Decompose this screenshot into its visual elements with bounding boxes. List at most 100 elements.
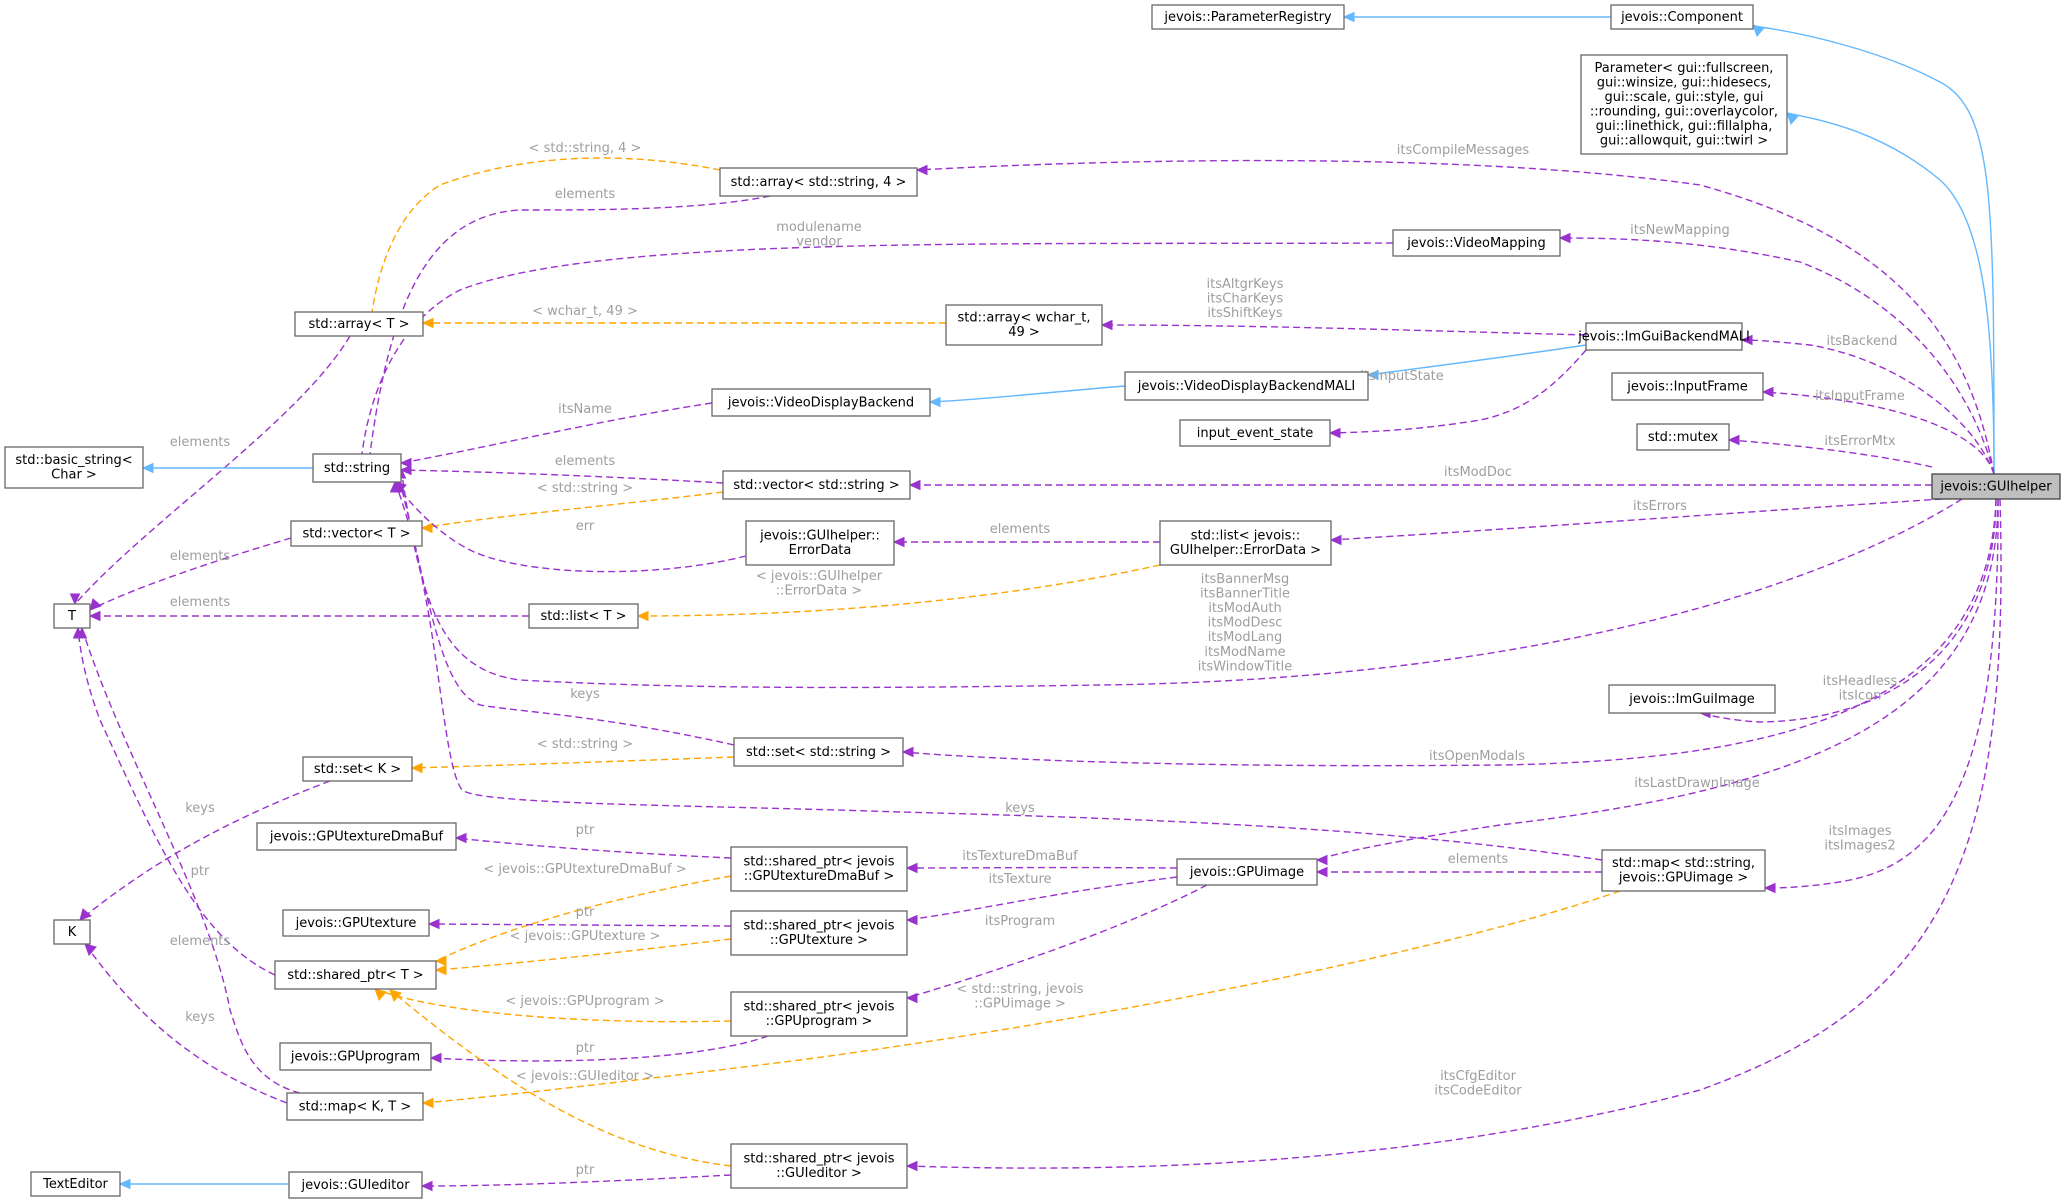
node-sp-gpuprogram[interactable]: std::shared_ptr< jevois::GPUprogram >: [730, 991, 908, 1037]
node-guieditor[interactable]: jevois::GUIeditor: [288, 1171, 423, 1199]
use-edge-arr-string4-to-string-label: elements: [555, 187, 616, 202]
node-vdb[interactable]: jevois::VideoDisplayBackend: [711, 388, 931, 417]
node-box[interactable]: [53, 919, 91, 945]
node-videomapping[interactable]: jevois::VideoMapping: [1392, 229, 1561, 257]
node-box[interactable]: [1931, 473, 2061, 500]
edge-label-line: itsErrorMtx: [1824, 434, 1895, 449]
node-box[interactable]: [1151, 4, 1345, 30]
node-box[interactable]: [1159, 520, 1332, 566]
node-imguibackend[interactable]: jevois::ImGuiBackendMALI: [1577, 322, 1750, 351]
node-box[interactable]: [1392, 229, 1561, 257]
node-mutex[interactable]: std::mutex: [1636, 423, 1730, 451]
node-gputexture[interactable]: jevois::GPUtexture: [282, 909, 430, 937]
node-component[interactable]: jevois::Component: [1610, 4, 1754, 30]
node-list-errordata[interactable]: std::list< jevois::GUIhelper::ErrorData …: [1159, 520, 1332, 566]
node-sp-t[interactable]: std::shared_ptr< T >: [274, 960, 437, 990]
node-set-k[interactable]: std::set< K >: [302, 756, 413, 782]
node-string[interactable]: std::string: [312, 453, 402, 483]
node-box[interactable]: [945, 304, 1103, 346]
node-box[interactable]: [722, 470, 911, 500]
node-sp-gputexture[interactable]: std::shared_ptr< jevois::GPUtexture >: [730, 910, 908, 956]
node-box[interactable]: [302, 756, 413, 782]
node-arr-wchar[interactable]: std::array< wchar_t,49 >: [945, 304, 1103, 346]
node-box[interactable]: [730, 846, 908, 892]
node-parameterregistry[interactable]: jevois::ParameterRegistry: [1151, 4, 1345, 30]
node-parameter[interactable]: Parameter< gui::fullscreen,gui::winsize,…: [1580, 54, 1788, 155]
node-label-line: std::string: [324, 461, 390, 476]
template-edge-arr-wchar-to-arr-t-arrowhead: [421, 317, 434, 329]
use-edge-vdb-to-string-arrowhead: [399, 457, 412, 469]
node-label-line: TextEditor: [42, 1177, 108, 1192]
node-inputframe[interactable]: jevois::InputFrame: [1611, 372, 1764, 401]
node-box[interactable]: [719, 167, 918, 197]
node-box[interactable]: [1585, 322, 1743, 351]
node-k[interactable]: K: [53, 919, 91, 945]
node-box[interactable]: [1580, 54, 1788, 155]
node-box[interactable]: [730, 910, 908, 956]
node-label-line: std::set< std::string >: [746, 745, 891, 760]
edge-label-line: itsName: [558, 402, 612, 417]
node-box[interactable]: [279, 1042, 432, 1071]
node-texteditor[interactable]: TextEditor: [30, 1171, 121, 1197]
node-gpuprogram[interactable]: jevois::GPUprogram: [279, 1042, 432, 1071]
node-box[interactable]: [711, 388, 931, 417]
node-box[interactable]: [294, 311, 424, 337]
use-edge-vec-t-to-t-arrowhead: [89, 598, 102, 611]
node-label: jevois::VideoMapping: [1406, 236, 1546, 251]
node-box[interactable]: [312, 453, 402, 483]
use-edge-guihelper-to-gpuimage: [1316, 498, 1999, 861]
node-imguiimage[interactable]: jevois::ImGuiImage: [1608, 684, 1776, 714]
node-box[interactable]: [1610, 4, 1754, 30]
node-arr-t[interactable]: std::array< T >: [294, 311, 424, 337]
node-box[interactable]: [1179, 419, 1331, 447]
node-box[interactable]: [4, 446, 144, 489]
inherit-edge-guihelper-to-component: [1752, 25, 1995, 475]
node-box[interactable]: [1176, 858, 1318, 886]
node-box[interactable]: [53, 603, 91, 629]
node-box[interactable]: [282, 909, 430, 937]
use-edge-map-kt-to-k: [84, 943, 288, 1104]
node-inputevent[interactable]: input_event_state: [1179, 419, 1331, 447]
node-guihelper[interactable]: jevois::GUIhelper: [1931, 473, 2061, 500]
node-box[interactable]: [286, 1092, 424, 1121]
node-box[interactable]: [730, 991, 908, 1037]
node-box[interactable]: [528, 603, 639, 629]
node-label-line: input_event_state: [1197, 426, 1313, 441]
node-errordata[interactable]: jevois::GUIhelper::ErrorData: [745, 520, 895, 566]
node-arr-string4[interactable]: std::array< std::string, 4 >: [719, 167, 918, 197]
node-set-string[interactable]: std::set< std::string >: [733, 737, 904, 767]
node-basic-string[interactable]: std::basic_string<Char >: [4, 446, 144, 489]
use-edge-guihelper-to-gpuimage-label: itsLastDrawnImage: [1634, 776, 1759, 791]
node-vec-t[interactable]: std::vector< T >: [290, 520, 423, 547]
node-gputexdmabuf[interactable]: jevois::GPUtextureDmaBuf: [256, 822, 457, 851]
node-box[interactable]: [1608, 684, 1776, 714]
node-list-t[interactable]: std::list< T >: [528, 603, 639, 629]
use-edge-guihelper-to-list-errordata-label: itsErrors: [1633, 499, 1687, 514]
node-sp-gputexdmabuf[interactable]: std::shared_ptr< jevois::GPUtextureDmaBu…: [730, 846, 908, 892]
node-box[interactable]: [733, 737, 904, 767]
node-t[interactable]: T: [53, 603, 91, 629]
node-gpuimage[interactable]: jevois::GPUimage: [1176, 858, 1318, 886]
node-box[interactable]: [256, 822, 457, 851]
node-box[interactable]: [1636, 423, 1730, 451]
node-box[interactable]: [745, 520, 895, 566]
node-box[interactable]: [30, 1171, 121, 1197]
node-vdbmali[interactable]: jevois::VideoDisplayBackendMALI: [1124, 371, 1369, 401]
node-map-kt[interactable]: std::map< K, T >: [286, 1092, 424, 1121]
node-box[interactable]: [1611, 372, 1764, 401]
node-label-line: std::shared_ptr< T >: [287, 968, 423, 983]
node-box[interactable]: [1601, 849, 1766, 892]
node-box[interactable]: [288, 1171, 423, 1199]
node-map-gpuimage[interactable]: std::map< std::string,jevois::GPUimage >: [1601, 849, 1766, 892]
node-box[interactable]: [730, 1143, 908, 1189]
node-sp-guieditor[interactable]: std::shared_ptr< jevois::GUIeditor >: [730, 1143, 908, 1189]
node-box[interactable]: [274, 960, 437, 990]
edge-label-line: ptr: [576, 823, 595, 838]
use-edge-arr-string4-to-string: [369, 195, 771, 455]
inherit-edge-guieditor-to-texteditor-arrowhead: [118, 1178, 131, 1190]
node-box[interactable]: [290, 520, 423, 547]
node-box[interactable]: [1124, 371, 1369, 401]
template-edge-arr-string4-to-arr-t-label: < std::string, 4 >: [529, 141, 642, 156]
node-vec-string[interactable]: std::vector< std::string >: [722, 470, 911, 500]
node-label: std::list< jevois::GUIhelper::ErrorData …: [1170, 529, 1321, 559]
